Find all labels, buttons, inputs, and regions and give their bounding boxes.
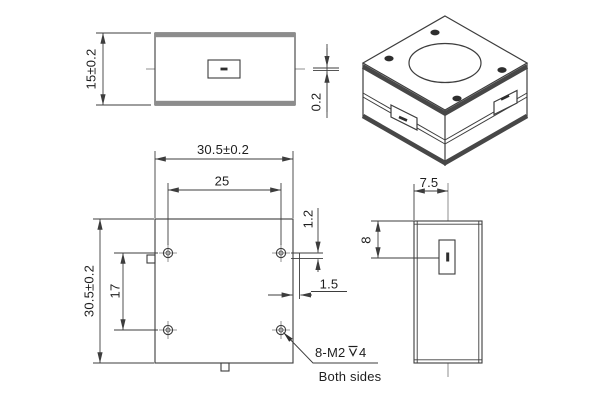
- side-connector-pin: [446, 252, 450, 262]
- iso-corner-hole: [497, 67, 507, 73]
- iso-left-connector: [390, 104, 418, 131]
- dim-plan-hole-pitch-x: [167, 183, 282, 245]
- iso-right-connector-pin: [500, 94, 510, 101]
- dim-plan-hole-pitch-y: [114, 252, 158, 331]
- depth-symbol-icon: [348, 345, 358, 357]
- plan-right-tab: [291, 252, 323, 299]
- mounting-holes: [159, 244, 290, 339]
- dim-plan-hole-pitch-y-text: 17: [108, 284, 123, 299]
- dim-plan-tab-offset-text: 1.5: [320, 277, 339, 292]
- dim-side-width-text: 7.5: [420, 175, 439, 190]
- mounting-hole: [159, 244, 177, 262]
- thread-callout-prefix-text: 8-M2: [315, 345, 345, 360]
- dim-front-height: [96, 32, 151, 106]
- front-view: 15±0.2 0.2: [84, 32, 339, 118]
- front-connector-contact-dash: [220, 67, 228, 71]
- dim-plan-hole-pitch-x-text: 25: [215, 174, 230, 189]
- iso-right-connector: [493, 89, 518, 116]
- dim-front-height-text: 15±0.2: [84, 49, 99, 90]
- iso-cover-band: [361, 64, 529, 117]
- mounting-hole: [159, 321, 177, 339]
- thread-callout-note-text: Both sides: [319, 369, 382, 384]
- dim-side-port-offset: [371, 220, 414, 259]
- plan-bottom-tab: [220, 362, 230, 372]
- thread-callout-depth-text: 4: [359, 345, 366, 360]
- dim-plan-tab-offset: [268, 291, 347, 298]
- dim-front-lid-gap-text: 0.2: [309, 93, 324, 112]
- iso-left-connector-pin: [398, 115, 408, 122]
- iso-corner-hole: [452, 95, 462, 102]
- dim-side-width: [413, 184, 449, 220]
- dim-side-port-offset-text: 8: [359, 236, 374, 243]
- iso-corner-hole: [384, 55, 394, 62]
- front-bottom-edge-band: [155, 100, 295, 105]
- plan-view: 30.5±0.2 25 30.5±0.2 17: [82, 142, 382, 384]
- plan-body: [154, 218, 294, 364]
- mounting-hole: [272, 321, 290, 339]
- thread-callout-leader: [283, 332, 378, 364]
- dim-plan-width-text: 30.5±0.2: [197, 142, 249, 157]
- side-body-inner-edges: [414, 221, 482, 363]
- dim-plan-width: [154, 151, 294, 218]
- dim-front-lid-gap: [313, 44, 339, 118]
- front-top-edge-band: [155, 33, 295, 38]
- dim-plan-height: [93, 218, 154, 364]
- dim-plan-tab-thickness-text: 1.2: [301, 210, 316, 229]
- leader-arrowhead: [283, 332, 293, 342]
- iso-center-bore-circle: [408, 42, 482, 84]
- iso-bottom-edge: [361, 114, 529, 166]
- isometric-view: [361, 15, 529, 166]
- dim-plan-height-text: 30.5±0.2: [82, 265, 97, 317]
- iso-corner-hole: [430, 29, 440, 36]
- side-view: 8 7.5: [359, 175, 483, 377]
- mounting-hole: [272, 244, 290, 262]
- plan-left-tab: [146, 254, 156, 264]
